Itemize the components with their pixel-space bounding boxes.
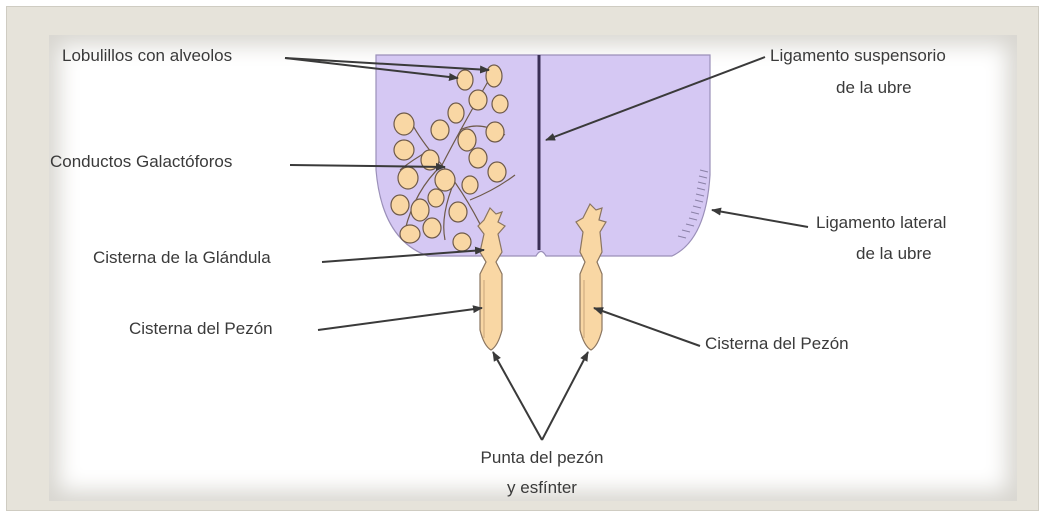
label-punta-line1: Punta del pezón <box>462 448 622 468</box>
label-cisterna-glandula: Cisterna de la Glándula <box>93 248 271 268</box>
label-punta-line2: y esfínter <box>462 478 622 498</box>
label-ligamento-lateral-line1: Ligamento lateral <box>816 213 946 233</box>
label-lobulillos: Lobulillos con alveolos <box>62 46 232 66</box>
label-ligamento-suspensorio-line1: Ligamento suspensorio <box>770 46 946 66</box>
label-cisterna-pezon-right: Cisterna del Pezón <box>705 334 849 354</box>
label-ligamento-suspensorio-line2: de la ubre <box>836 78 912 98</box>
arrow-lateral <box>712 210 808 227</box>
right-teat <box>576 204 606 350</box>
label-conductos: Conductos Galactóforos <box>50 152 232 172</box>
left-teat <box>478 208 505 350</box>
label-cisterna-pezon-left: Cisterna del Pezón <box>129 319 273 339</box>
label-ligamento-lateral-line2: de la ubre <box>856 244 932 264</box>
